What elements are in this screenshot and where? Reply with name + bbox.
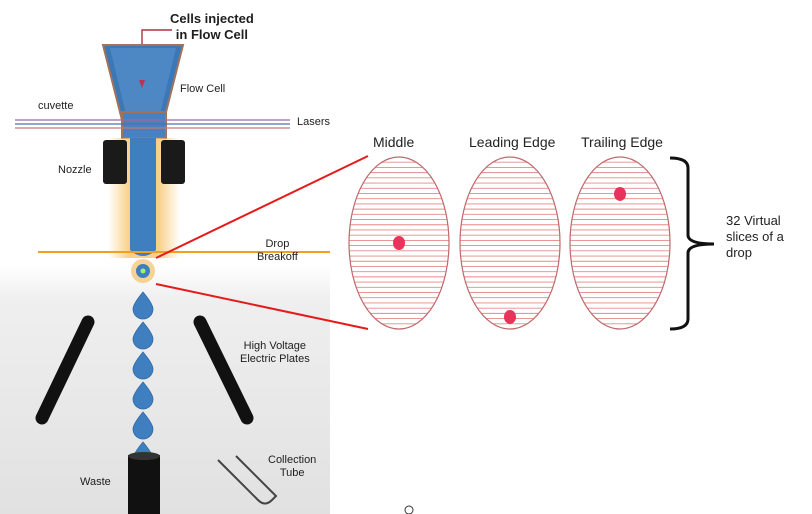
cell-position-dot xyxy=(504,309,516,324)
label-line: Drop xyxy=(265,238,290,250)
cells-injected-label: Cells injected in Flow Cell xyxy=(170,11,254,43)
nozzle-left xyxy=(103,140,127,184)
label-line: drop xyxy=(726,245,753,260)
label-line: Breakoff xyxy=(257,251,298,263)
title-line: Cells injected xyxy=(170,11,254,26)
title-line: in Flow Cell xyxy=(175,27,249,42)
label-line: Electric Plates xyxy=(240,353,310,365)
label-line: High Voltage xyxy=(243,340,307,352)
flow-cell-label: Flow Cell xyxy=(180,83,226,95)
drop xyxy=(132,291,154,320)
stray-mark xyxy=(404,505,414,514)
cuvette-label: cuvette xyxy=(38,100,74,112)
slice-lines xyxy=(570,161,670,325)
flow-cytometer-illustration: Cells injected in Flow Cell Flow Cell cu… xyxy=(0,0,330,514)
column-title-leading-edge: Leading Edge xyxy=(469,134,556,150)
drop xyxy=(132,351,154,380)
drop-breakoff-label: Drop Breakoff xyxy=(257,238,298,264)
waste-container xyxy=(128,455,160,514)
drop xyxy=(132,411,154,440)
drop-outline xyxy=(348,156,450,330)
waste-label: Waste xyxy=(80,476,111,488)
drop-ellipses xyxy=(348,156,671,330)
collection-tube xyxy=(217,455,278,505)
drop xyxy=(132,381,154,410)
sorter-schematic xyxy=(15,29,330,514)
waste-container-top xyxy=(128,452,160,460)
sample-stream xyxy=(130,138,156,250)
injection-arrow xyxy=(139,80,145,88)
column-title-trailing-edge: Trailing Edge xyxy=(581,134,663,150)
slices-bracket xyxy=(669,156,715,331)
virtual-slices-label: 32 Virtual slices of a drop xyxy=(726,213,784,261)
deflection-plate-left xyxy=(35,315,95,425)
callout-line-bottom xyxy=(155,283,369,330)
label-line: Collection xyxy=(268,454,317,466)
falling-drops xyxy=(132,291,154,470)
collection-tube-label: Collection Tube xyxy=(268,454,316,480)
slice-lines xyxy=(460,161,560,325)
label-line: Tube xyxy=(279,467,305,479)
column-title-middle: Middle xyxy=(373,134,415,150)
label-line: 32 Virtual xyxy=(726,213,781,228)
slice-lines xyxy=(349,161,449,325)
nozzle-right xyxy=(161,140,185,184)
lasers-label: Lasers xyxy=(297,116,330,128)
cell-in-drop xyxy=(140,268,146,274)
cell-position-dot xyxy=(614,186,626,201)
drop-outline xyxy=(569,156,671,330)
drop xyxy=(132,321,154,350)
callout-line-top xyxy=(155,155,369,259)
label-line: slices of a xyxy=(726,229,784,244)
cell-position-dot xyxy=(393,236,405,250)
nozzle-label: Nozzle xyxy=(58,164,92,176)
drop-outline xyxy=(459,156,561,330)
deflection-plate-right xyxy=(193,315,254,425)
electric-plates-label: High Voltage Electric Plates xyxy=(240,340,310,366)
